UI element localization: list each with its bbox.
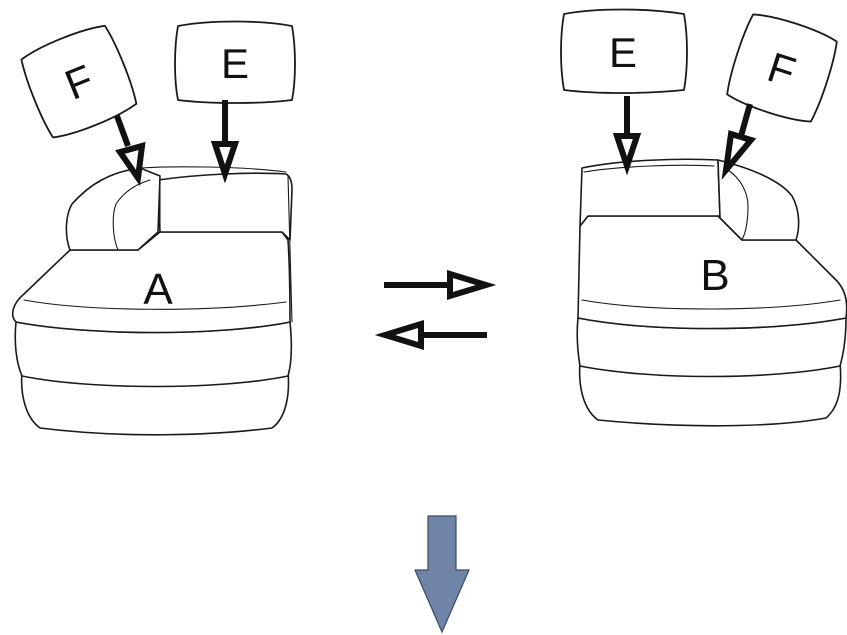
insert-arrow-f-right xyxy=(721,103,757,180)
cushion-e-right: E xyxy=(560,8,688,94)
sofa-module-a xyxy=(11,166,293,436)
down-arrow-icon xyxy=(414,515,470,634)
cushion-label-e-left: E xyxy=(221,40,249,87)
module-label-a: A xyxy=(143,265,173,314)
cushion-label-e-right: E xyxy=(609,29,637,76)
insert-arrow-f-left xyxy=(114,114,146,187)
module-label-b: B xyxy=(700,251,729,300)
cushion-f-right: F xyxy=(726,13,838,123)
cushion-f-left: F xyxy=(20,24,138,139)
insert-arrow-e-left xyxy=(210,100,240,184)
insert-arrow-e-right xyxy=(612,96,642,176)
cushion-e-left: E xyxy=(174,20,296,104)
sofa-module-b xyxy=(576,158,847,427)
swap-arrows-icon xyxy=(374,269,497,351)
